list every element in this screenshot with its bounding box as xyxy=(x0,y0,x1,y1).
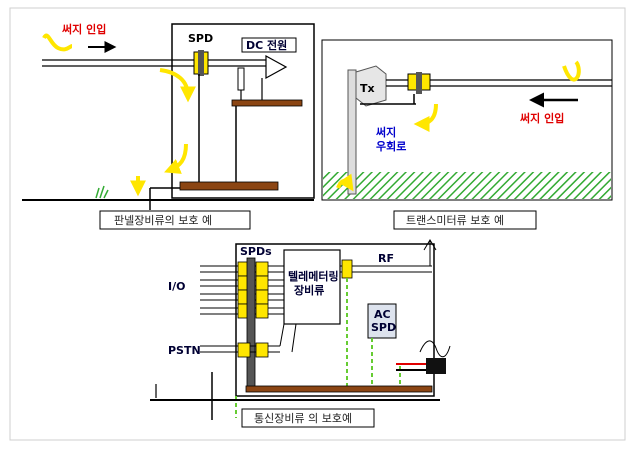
amplifier-icon xyxy=(265,54,288,80)
bypass-label-line2: 우회로 xyxy=(376,139,406,153)
spd-ground-rail xyxy=(246,257,256,389)
spd-core xyxy=(198,50,204,76)
caption-box-right xyxy=(393,210,537,230)
pole xyxy=(347,69,357,195)
io-label: I/O xyxy=(168,280,185,293)
bypass-arrow xyxy=(413,103,438,132)
ac-spd-box xyxy=(367,303,397,339)
spds-label: SPDs xyxy=(240,245,272,258)
telemetry-pstn-lines xyxy=(279,323,297,353)
surge-wave-icon xyxy=(42,33,73,52)
caption-bottom: 통신장비류 의 보호예 xyxy=(254,412,352,425)
ground-surge-arrow xyxy=(336,173,354,192)
ac-plug-icon xyxy=(426,358,446,374)
spd-stack xyxy=(237,257,269,389)
caption-box-left xyxy=(99,210,251,230)
telemetry-box xyxy=(283,249,341,325)
ac-spd-label-line2: SPD xyxy=(371,321,396,334)
pstn-spd-left xyxy=(237,342,251,358)
equipment-enclosure xyxy=(171,23,315,199)
transmitter-box xyxy=(355,65,387,107)
caption-left: 판넬장비류의 보호 예 xyxy=(114,214,212,227)
panel-top-left: 써지 인입 SPD DC 전원 xyxy=(22,22,315,230)
spd-label: SPD xyxy=(188,32,213,45)
outer-frame xyxy=(9,7,626,441)
telemetry-label-line1: 텔레메터링 xyxy=(288,269,339,283)
surge-label: 써지 인입 xyxy=(62,22,106,36)
surge-label-right: 써지 인입 xyxy=(520,111,564,125)
spd-core-right xyxy=(416,72,422,94)
panel-bottom: SPDs I/O PSTN xyxy=(150,239,451,428)
tx-label: Tx xyxy=(360,82,375,95)
bypass-label-line1: 써지 xyxy=(376,125,396,139)
caption-right: 트랜스미터류 보호 예 xyxy=(406,214,504,227)
rf-spd xyxy=(341,259,353,279)
surge-wave-icon-right xyxy=(562,60,581,82)
rf-label: RF xyxy=(378,252,394,265)
panel-top-right: Tx 써지 인입 써지 우회로 트랜스미터류 보호 예 xyxy=(321,39,613,230)
surge-path-arrow-2 xyxy=(164,143,188,174)
resistor-icon xyxy=(237,67,245,91)
surge-path-arrow-1 xyxy=(159,68,196,103)
pstn-label: PSTN xyxy=(168,344,201,357)
grass-icon xyxy=(95,185,109,199)
caption-box-bottom xyxy=(241,408,375,428)
ground-bar-bottom xyxy=(245,385,433,393)
ac-spd-label-line1: AC xyxy=(374,308,391,321)
ground-bar-lower xyxy=(179,181,279,191)
ground-area xyxy=(323,172,611,199)
comm-enclosure xyxy=(235,243,435,397)
dc-power-label: DC 전원 xyxy=(246,38,287,52)
panel-right-frame xyxy=(321,39,613,201)
pstn-spd-right xyxy=(255,342,269,358)
ac-sine-icon xyxy=(419,340,451,358)
antenna-icon xyxy=(423,239,437,266)
telemetry-label-line2: 장비류 xyxy=(294,283,324,297)
ground-bar-upper xyxy=(231,99,303,107)
dc-power-box xyxy=(241,37,297,53)
